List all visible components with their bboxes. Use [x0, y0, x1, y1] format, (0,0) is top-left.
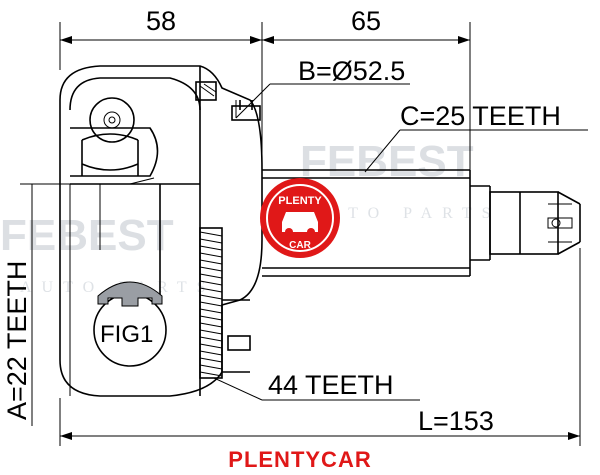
abs-tooth	[199, 252, 223, 258]
abs-tooth	[199, 273, 223, 279]
a-teeth-leader	[20, 177, 155, 426]
abs-tooth	[199, 245, 223, 251]
abs-tooth	[199, 322, 223, 328]
total-length-dimension	[59, 248, 581, 446]
watermark: FEBEST AUTO PARTS FEBEST AUTO PARTS	[0, 137, 501, 296]
c-teeth-label: C=25 TEETH	[400, 101, 561, 131]
abs-tooth	[199, 315, 223, 321]
abs-tooth	[199, 266, 223, 272]
b-diameter-label: B=Ø52.5	[298, 56, 405, 86]
abs-tooth	[199, 350, 223, 356]
fig1-label: FIG1	[100, 321, 153, 348]
abs-tooth	[199, 308, 223, 314]
abs-teeth-leader	[213, 377, 420, 401]
abs-tooth	[199, 259, 223, 265]
abs-tooth	[199, 231, 223, 237]
abs-tooth	[199, 301, 223, 307]
watermark-tagline-right: AUTO PARTS	[305, 205, 501, 222]
abs-teeth-label: 44 TEETH	[268, 370, 394, 400]
top-dimension-lines	[59, 22, 471, 182]
abs-tooth	[199, 238, 223, 244]
footer-brand: PLENTYCAR	[228, 447, 371, 472]
abs-tooth	[199, 329, 223, 335]
abs-tooth	[199, 280, 223, 286]
a-teeth-label: A=22 TEETH	[2, 261, 32, 420]
b-diameter-leader	[235, 83, 410, 119]
abs-ring	[199, 227, 251, 379]
spline-shaft	[262, 169, 581, 277]
abs-tooth	[199, 294, 223, 300]
fig1-cross-section: FIG1	[93, 281, 167, 367]
total-length-label: L=153	[418, 406, 494, 436]
abs-tooth	[199, 371, 223, 377]
abs-tooth	[199, 287, 223, 293]
abs-tooth	[199, 364, 223, 370]
abs-tooth	[199, 336, 223, 342]
dimension-58-label: 58	[146, 6, 176, 36]
abs-tooth	[199, 343, 223, 349]
abs-tooth	[199, 357, 223, 363]
plentycar-logo: PLENTY CAR	[260, 178, 340, 258]
logo-text-bottom: CAR	[289, 240, 311, 251]
c-teeth-leader	[364, 129, 588, 173]
logo-text-top: PLENTY	[278, 195, 322, 207]
watermark-brand-left: FEBEST	[0, 211, 174, 260]
cv-joint-housing	[59, 65, 263, 397]
dimension-65-label: 65	[351, 6, 381, 36]
